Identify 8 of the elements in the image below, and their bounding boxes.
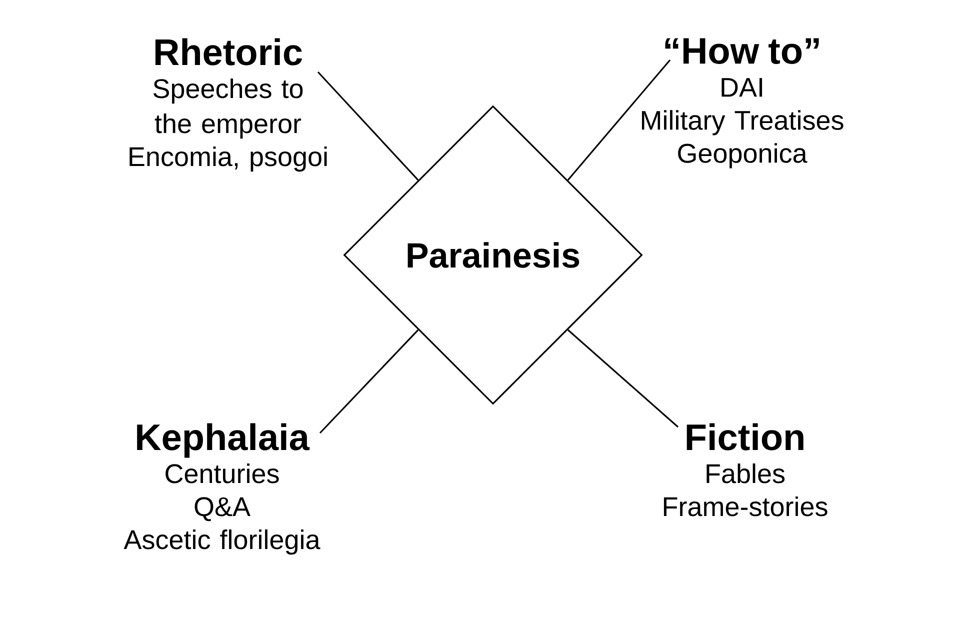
connector-line	[567, 329, 679, 428]
connector-line	[567, 59, 671, 181]
text-group: “How to” DAI Military Treatises Geoponica	[642, 38, 844, 168]
text-group: Rhetoric Speeches to the emperor Encomia, psogoi	[130, 38, 327, 172]
text-group: Kephalaia Centuries Q&A Ascetic florilegia	[124, 423, 320, 555]
connector-line	[319, 329, 419, 434]
connector-line	[317, 71, 419, 181]
text-group: Fiction Fables Frame-stories	[664, 423, 828, 516]
